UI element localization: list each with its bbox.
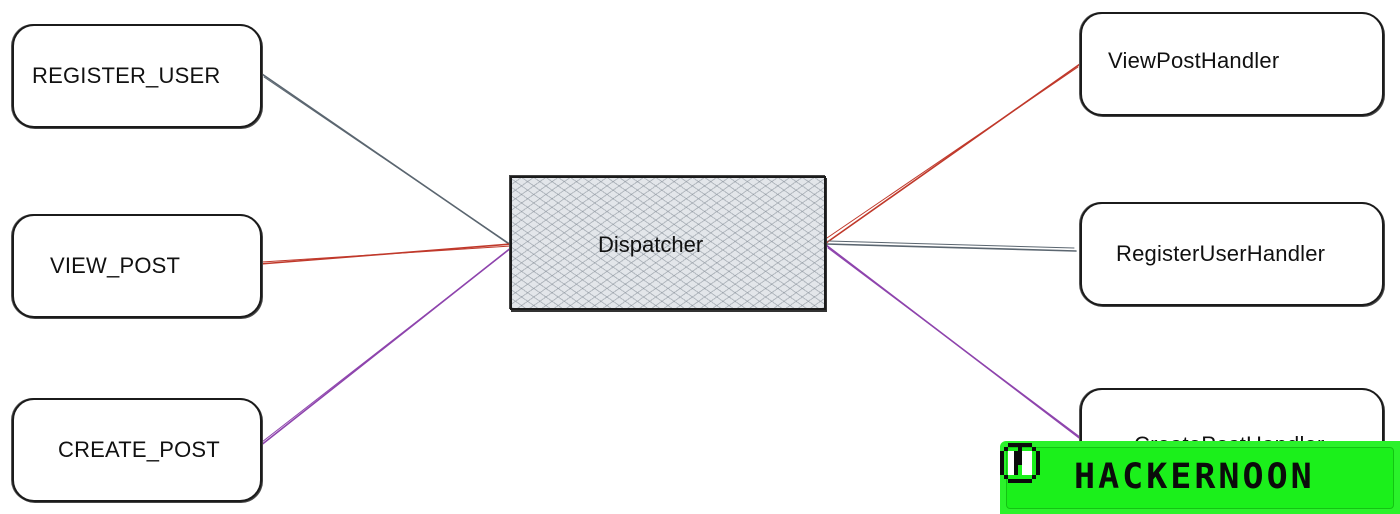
- connector-view-post-handler: [823, 63, 1081, 244]
- event-node-register-user: REGISTER_USER: [12, 24, 262, 128]
- event-label: REGISTER_USER: [32, 63, 221, 88]
- event-label: CREATE_POST: [58, 437, 220, 462]
- event-label: VIEW_POST: [50, 253, 181, 278]
- handler-node-register-user: RegisterUserHandler: [1080, 202, 1384, 306]
- connector-create-post: [259, 246, 513, 447]
- watermark-panel: [1006, 447, 1394, 509]
- hackernoon-logo-icon: [1000, 443, 1040, 483]
- event-node-view-post: VIEW_POST: [12, 214, 262, 318]
- handler-label: ViewPostHandler: [1108, 48, 1280, 73]
- event-node-create-post: CREATE_POST: [12, 398, 262, 502]
- watermark-text: HACKERNOON: [1074, 457, 1315, 497]
- connector-view-post: [259, 243, 513, 265]
- dispatcher-label: Dispatcher: [598, 232, 704, 257]
- dispatcher-node: Dispatcher: [510, 176, 826, 310]
- handler-label: RegisterUserHandler: [1116, 241, 1326, 266]
- hackernoon-watermark: HACKERNOON: [1000, 441, 1400, 514]
- connector-register-user-handler: [825, 240, 1077, 252]
- connector-register-user: [261, 73, 513, 247]
- handler-node-view-post: ViewPostHandler: [1080, 12, 1384, 116]
- connector-create-post-handler: [825, 244, 1083, 441]
